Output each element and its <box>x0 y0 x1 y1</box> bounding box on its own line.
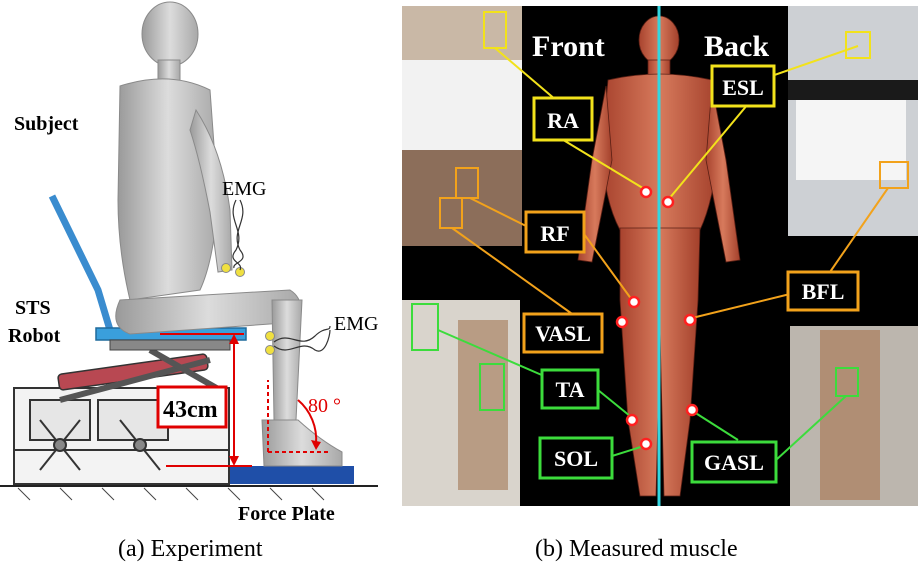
label-sol: SOL <box>554 446 598 471</box>
photo-back-shorts <box>796 100 906 180</box>
photo-back-belt <box>788 80 918 100</box>
experiment-panel: Subject EMG EMG STS Robot 43cm 80 ° Forc… <box>0 1 378 562</box>
label-ta: TA <box>556 377 585 402</box>
marker-gasl <box>685 403 699 417</box>
box-esl <box>710 64 776 108</box>
muscle-panel: Front Back <box>402 6 918 562</box>
force-plate <box>226 466 354 484</box>
label-vasl: VASL <box>535 321 591 346</box>
photo-back-leg <box>820 330 880 500</box>
box-bfl <box>786 270 860 312</box>
photo-front-shorts <box>402 60 522 150</box>
label-bfl: BFL <box>802 279 845 304</box>
muscle-label-texts: RA ESL RF VASL BFL TA SOL GASL <box>535 75 844 475</box>
angle-label: 80 ° <box>308 395 341 417</box>
emg-sensors <box>221 199 331 355</box>
photo-front-leg <box>458 320 508 490</box>
marker-vasl <box>615 315 629 329</box>
box-ra <box>532 96 594 142</box>
back-label: Back <box>704 30 769 63</box>
label-ra: RA <box>547 108 579 133</box>
muscle-label-boxes <box>522 64 860 484</box>
subject-label: Subject <box>14 113 79 135</box>
height-measure <box>156 333 252 467</box>
ankle-angle <box>267 380 330 453</box>
robot-label-line1: STS <box>15 297 51 319</box>
front-label: Front <box>532 30 605 63</box>
caption-b: (b) Measured muscle <box>535 536 738 562</box>
emg-label-shank: EMG <box>334 313 378 335</box>
marker-ra <box>639 185 653 199</box>
marker-sol <box>639 437 653 451</box>
caption-a: (a) Experiment <box>118 536 263 562</box>
box-rf <box>524 210 586 254</box>
marker-ta <box>625 413 639 427</box>
robot-label-line2: Robot <box>8 325 61 347</box>
box-gasl <box>690 440 778 484</box>
height-label: 43cm <box>163 397 218 423</box>
electrode-markers <box>615 185 699 451</box>
marker-bfl <box>683 313 697 327</box>
sts-robot-actuator <box>57 347 222 403</box>
emg-label-thigh: EMG <box>222 178 266 200</box>
label-gasl: GASL <box>704 450 764 475</box>
connector-lines <box>437 45 889 461</box>
force-plate-label: Force Plate <box>238 503 335 525</box>
sensor-outlines <box>411 11 909 411</box>
marker-rf <box>627 295 641 309</box>
label-rf: RF <box>540 221 569 246</box>
label-esl: ESL <box>722 75 764 100</box>
box-sol <box>538 436 614 480</box>
box-ta <box>540 368 600 410</box>
ground-hatch <box>17 487 325 501</box>
box-vasl <box>522 312 604 354</box>
marker-esl <box>661 195 675 209</box>
subject-mannequin <box>115 1 343 467</box>
